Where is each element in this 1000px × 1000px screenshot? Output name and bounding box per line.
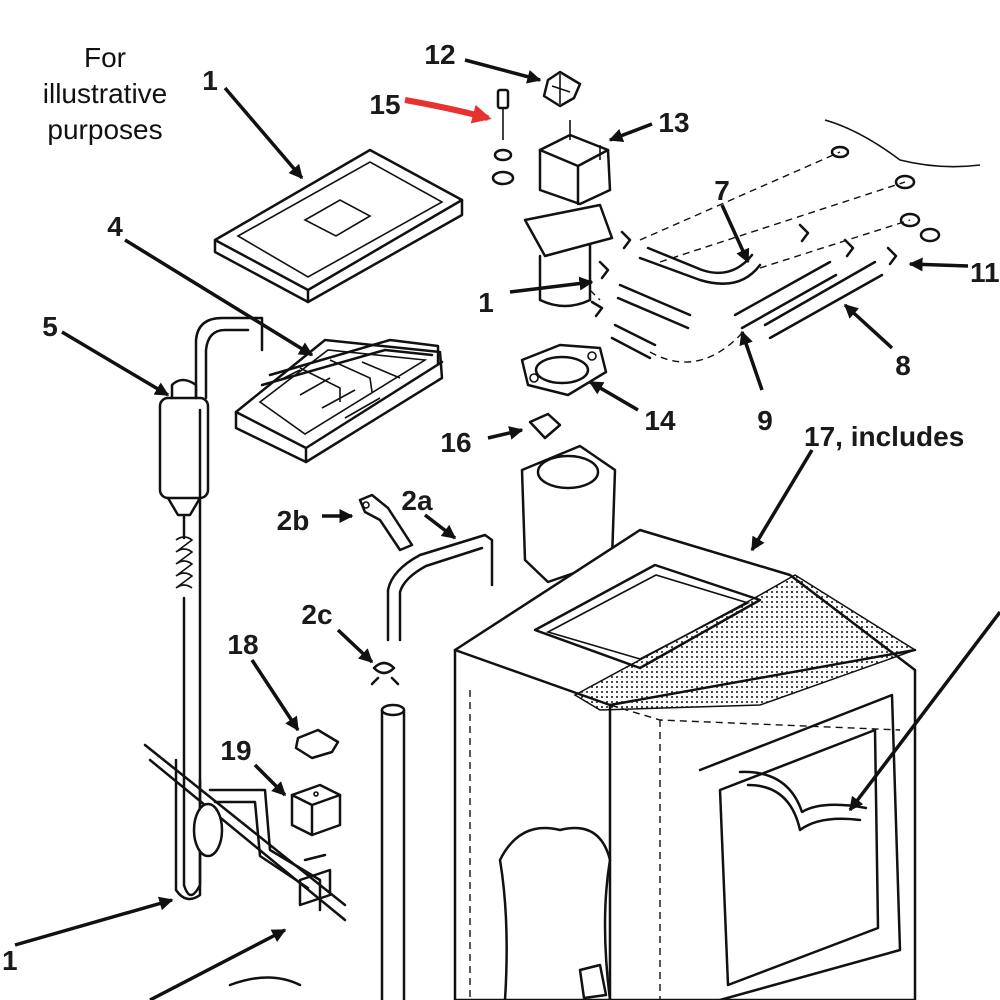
callout-7: 7 — [714, 175, 730, 206]
callout-2c: 2c — [301, 599, 332, 630]
part-hoses — [589, 246, 884, 363]
callout-9: 9 — [757, 405, 773, 436]
part-switch-19 — [290, 783, 342, 837]
part-housing — [453, 528, 917, 1000]
callout-1-lower: 1 — [2, 945, 18, 976]
callout-5: 5 — [42, 311, 58, 342]
part-water-valve — [491, 70, 614, 308]
part-ice-mold — [234, 338, 444, 464]
part-filter-drier — [158, 316, 264, 901]
part-bracket-18 — [294, 728, 340, 760]
part-clamps — [590, 119, 981, 318]
callout-2a: 2a — [401, 485, 433, 516]
callout-8: 8 — [895, 350, 911, 381]
callout-4: 4 — [107, 211, 123, 242]
callout-13: 13 — [658, 107, 689, 138]
callout-19: 19 — [220, 735, 251, 766]
part-tray-cover — [213, 148, 464, 304]
leader-lines — [14, 58, 1000, 1000]
callout-1-tray-cover: 1 — [202, 65, 218, 96]
part-gasket — [520, 343, 608, 397]
callout-12: 12 — [424, 39, 455, 70]
callout-14: 14 — [644, 405, 676, 436]
callout-1-valve: 1 — [478, 287, 494, 318]
part-clip — [528, 412, 562, 440]
callout-11: 11 — [970, 257, 1000, 288]
callout-17: 17, includes — [804, 421, 964, 452]
note-line-3: purposes — [47, 114, 163, 145]
illustrative-note: For illustrative purposes — [20, 40, 190, 148]
note-line-2: illustrative — [42, 78, 168, 109]
part-lower-tubing — [143, 743, 347, 987]
part-fill-tube — [358, 493, 494, 1000]
callout-16: 16 — [440, 427, 471, 458]
note-line-1: For — [84, 42, 126, 73]
callout-18: 18 — [227, 629, 258, 660]
callout-2b: 2b — [277, 505, 310, 536]
callout-15: 15 — [369, 89, 400, 120]
